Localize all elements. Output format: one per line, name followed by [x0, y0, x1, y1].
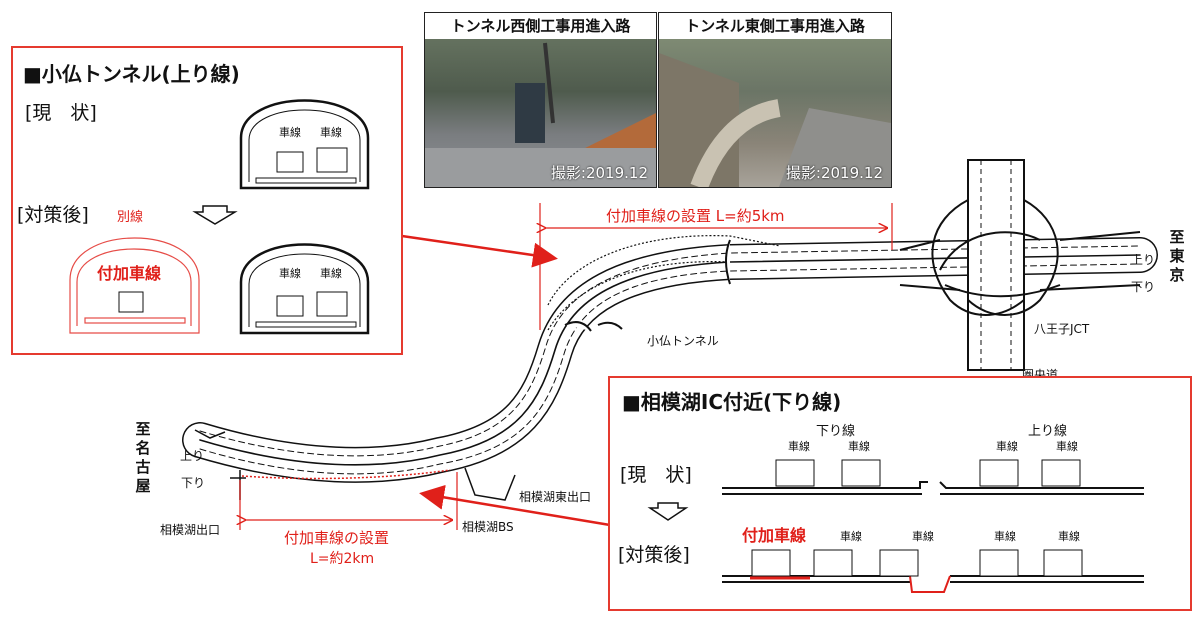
lane-label: 車線 [912, 530, 934, 543]
photo-west-access: トンネル西側工事用進入路 撮影:2019.12 [424, 12, 657, 188]
up-label-east: 上り [1131, 253, 1156, 267]
down-line-label: 下り線 [816, 424, 856, 439]
tunnel-portals [564, 239, 731, 332]
kobotoke-after-label: [対策後] [17, 204, 89, 226]
added-lane-label: 付加車線 [97, 264, 162, 283]
hachioji-jct [899, 159, 1141, 371]
down-label-west: 下り [181, 476, 206, 490]
up-label-west: 上り [180, 449, 205, 463]
photo-caption: トンネル東側工事用進入路 [659, 13, 891, 39]
betsusen-label: 別線 [117, 210, 144, 225]
tunnel-label: 小仏トンネル [647, 334, 719, 348]
sagamiko-current-label: [現 状] [620, 464, 692, 486]
sagamiko-bs-label: 相模湖BS [462, 520, 514, 534]
photo-date: 撮影:2019.12 [550, 164, 648, 182]
callout-arrow-sagamiko [419, 484, 611, 527]
jct-label: 八王子JCT [1034, 322, 1090, 336]
road-cross-sections [647, 459, 1144, 593]
sagamiko-title: ■相模湖IC付近(下り線) [622, 390, 842, 414]
photo-date: 撮影:2019.12 [785, 164, 883, 182]
lane-label: 車線 [320, 126, 342, 139]
sagamiko-east-exit-label: 相模湖東出口 [519, 490, 592, 504]
to-nagoya-label: 至名古屋 [135, 420, 151, 495]
callout-arrow-kobotoke [401, 234, 558, 268]
sagamiko-panel: ■相模湖IC付近(下り線) [現 状] [対策後] 下り線 上り線 付加車線 車… [608, 376, 1192, 611]
west-section-label-2: L=約2km [310, 551, 375, 567]
lane-label: 車線 [840, 530, 862, 543]
kobotoke-current-label: [現 状] [25, 102, 97, 124]
photo-caption: トンネル西側工事用進入路 [425, 13, 656, 39]
lane-label: 車線 [788, 440, 810, 453]
lane-label: 車線 [320, 267, 342, 280]
to-tokyo-label: 至東京 [1169, 228, 1185, 284]
lane-label: 車線 [848, 440, 870, 453]
kobotoke-title: ■小仏トンネル(上り線) [23, 62, 240, 86]
lane-label: 車線 [1058, 530, 1080, 543]
lane-label: 車線 [1056, 440, 1078, 453]
lane-label: 車線 [279, 267, 301, 280]
sagamiko-added-lane-label: 付加車線 [742, 526, 807, 545]
lane-label: 車線 [994, 530, 1016, 543]
east-section-label: 付加車線の設置 L=約5km [606, 207, 785, 225]
lane-label: 車線 [996, 440, 1018, 453]
west-section-label-1: 付加車線の設置 [284, 529, 390, 547]
tunnel-cross-sections [69, 99, 370, 335]
expressway [182, 237, 1158, 483]
new-tunnel-route [547, 235, 781, 306]
lane-label: 車線 [279, 126, 301, 139]
kobotoke-panel: ■小仏トンネル(上り線) [現 状] [対策後] 別線 付加車線 [11, 46, 403, 355]
sagamiko-after-label: [対策後] [618, 544, 690, 566]
down-label-east: 下り [1131, 280, 1156, 294]
photo-east-access: トンネル東側工事用進入路 撮影:2019.12 [658, 12, 892, 188]
up-line-label: 上り線 [1028, 424, 1068, 439]
sagamiko-exit-label: 相模湖出口 [160, 523, 221, 537]
